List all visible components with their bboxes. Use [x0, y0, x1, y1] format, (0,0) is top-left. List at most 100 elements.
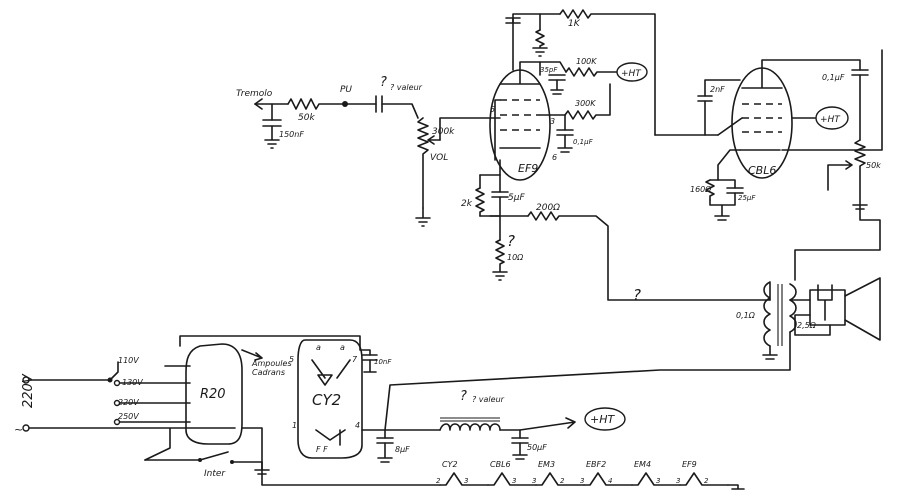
tap-110-label: 110V	[118, 356, 139, 365]
ef9-label: EF9	[518, 162, 538, 175]
volume-pot-label: VOL	[430, 153, 448, 163]
resistor-10-label: 10Ω	[507, 253, 524, 262]
resistor-1k-label: 1K	[568, 19, 581, 29]
cy2-label: CY2	[312, 391, 341, 409]
heater-label-em4: EM4	[634, 460, 651, 469]
r20-power-transformer	[185, 343, 243, 445]
ht-psu-label: +HT	[590, 413, 615, 426]
capacitor-50uf-label: 50µF	[527, 443, 547, 452]
ht-cbl6	[815, 106, 849, 130]
choke	[439, 423, 501, 431]
heater-label-ebf2: EBF2	[586, 460, 606, 469]
resistor-50k-label: 50k	[298, 113, 315, 123]
cbl6-stage: 2nF CBL6 +HT 0,1µF 50k 160Ω 25µF	[654, 49, 883, 281]
heater-filament-ebf2	[583, 472, 633, 486]
ht-ef9-plate-label: +HT	[621, 69, 642, 79]
capacitor-25uf-label: 25µF	[738, 194, 756, 202]
heater-pin-left: 3	[580, 477, 584, 485]
capacitor-2nf-label: 2nF	[710, 85, 725, 94]
resistor-100k-label: 100K	[576, 57, 597, 66]
ef9-pin-6: 6	[552, 153, 557, 162]
heater-label-em3: EM3	[538, 460, 555, 469]
capacitor-01uf-ef9-label: 0,1µF	[573, 138, 594, 146]
capacitor-35pf-label: 35pF	[540, 66, 558, 74]
resistor-300k	[564, 83, 611, 120]
output-section: 0,1Ω 2,5Ω	[384, 277, 881, 431]
feedback-question-2: ?	[633, 286, 641, 304]
ampoules-label: Ampoules	[251, 359, 292, 368]
ef9-stage: 1K EF9 5 3 6 35pF 100K +HT 300K 0,1µF	[461, 9, 771, 304]
heater-filament-ef9	[679, 472, 729, 486]
mains-label: 220V	[21, 373, 36, 408]
resistor-200-label: 200Ω	[536, 203, 560, 213]
capacitor-5uf-label: 5µF	[508, 193, 525, 203]
transformer-primary-label: 0,1Ω	[736, 311, 756, 320]
potentiometer-50k-label: 50k	[866, 161, 881, 170]
heater-filament-cbl6	[487, 472, 537, 486]
resistor-1k	[559, 9, 656, 136]
heater-em4: EM4 3	[631, 460, 681, 486]
heater-pin-right: 2	[704, 477, 709, 485]
resistor-160	[705, 179, 715, 201]
cy2-pin-4: 4	[355, 421, 360, 430]
resistor-2k-label: 2k	[461, 199, 473, 209]
cy2-pin-1: 1	[292, 421, 297, 430]
heater-filament-em4	[631, 472, 681, 486]
capacitor-input-coupling	[375, 95, 383, 113]
input-cap-question: ?	[380, 75, 387, 90]
choke-value-label: ? valeur	[472, 395, 505, 404]
heater-pin-right: 3	[512, 477, 516, 485]
heater-filament-em3	[535, 472, 585, 486]
heater-pin-right: 3	[656, 477, 660, 485]
heater-label-cbl6: CBL6	[490, 460, 511, 469]
heater-pin-left: 3	[676, 477, 680, 485]
cy2-filament-label: F F	[316, 445, 328, 454]
ht-ef9-plate	[616, 62, 648, 82]
capacitor-150nf	[262, 119, 282, 127]
heater-pin-right: 4	[608, 477, 612, 485]
feedback-question: ?	[507, 232, 515, 250]
heater-ground	[727, 484, 745, 490]
capacitor-8uf-label: 8µF	[395, 445, 410, 454]
ht-psu	[584, 407, 626, 431]
cbl6-label: CBL6	[748, 164, 776, 177]
cadrans-label: Cadrans	[252, 368, 285, 377]
capacitor-150nf-label: 150nF	[279, 130, 304, 139]
ac-symbol: ~	[14, 423, 23, 436]
heater-label-cy2: CY2	[442, 460, 458, 469]
resistor-2k	[475, 187, 485, 217]
cy2-pin-a2: a	[340, 343, 345, 352]
switch-label: Inter	[204, 469, 226, 479]
speaker	[809, 289, 846, 326]
heater-pin-left: 2	[436, 477, 441, 485]
power-switch	[199, 451, 229, 461]
input-section: Tremolo 50k 150nF PU ? ? valeur 300k VOL	[236, 75, 496, 227]
cy2-pin-7: 7	[352, 355, 358, 364]
r20-label: R20	[200, 387, 226, 402]
ht-cbl6-label: +HT	[820, 115, 841, 125]
input-cap-value-label: ? valeur	[390, 83, 423, 92]
resistor-300k-label: 300K	[575, 99, 596, 108]
volume-potentiometer	[417, 117, 429, 209]
resistor-160-label: 160Ω	[690, 185, 712, 194]
tremolo-label: Tremolo	[236, 89, 273, 99]
cy2-pin-a1: a	[316, 343, 321, 352]
heater-pin-left: 3	[532, 477, 536, 485]
resistor-50k-input	[287, 98, 346, 110]
resistor-10	[492, 239, 508, 281]
tap-130-terminal	[113, 379, 121, 387]
cy2-pin-s: 5	[289, 355, 294, 364]
heater-pin-right: 3	[464, 477, 468, 485]
capacitor-10nf-label: 10nF	[374, 358, 392, 366]
heater-label-ef9: EF9	[682, 460, 697, 469]
power-supply: 220V ~ 110V 130V 220V 250V R20 Ampoules …	[14, 335, 626, 486]
mains-terminal-2	[22, 424, 30, 432]
heater-filament-cy2	[439, 472, 489, 486]
cy2-rectifier	[297, 339, 363, 459]
